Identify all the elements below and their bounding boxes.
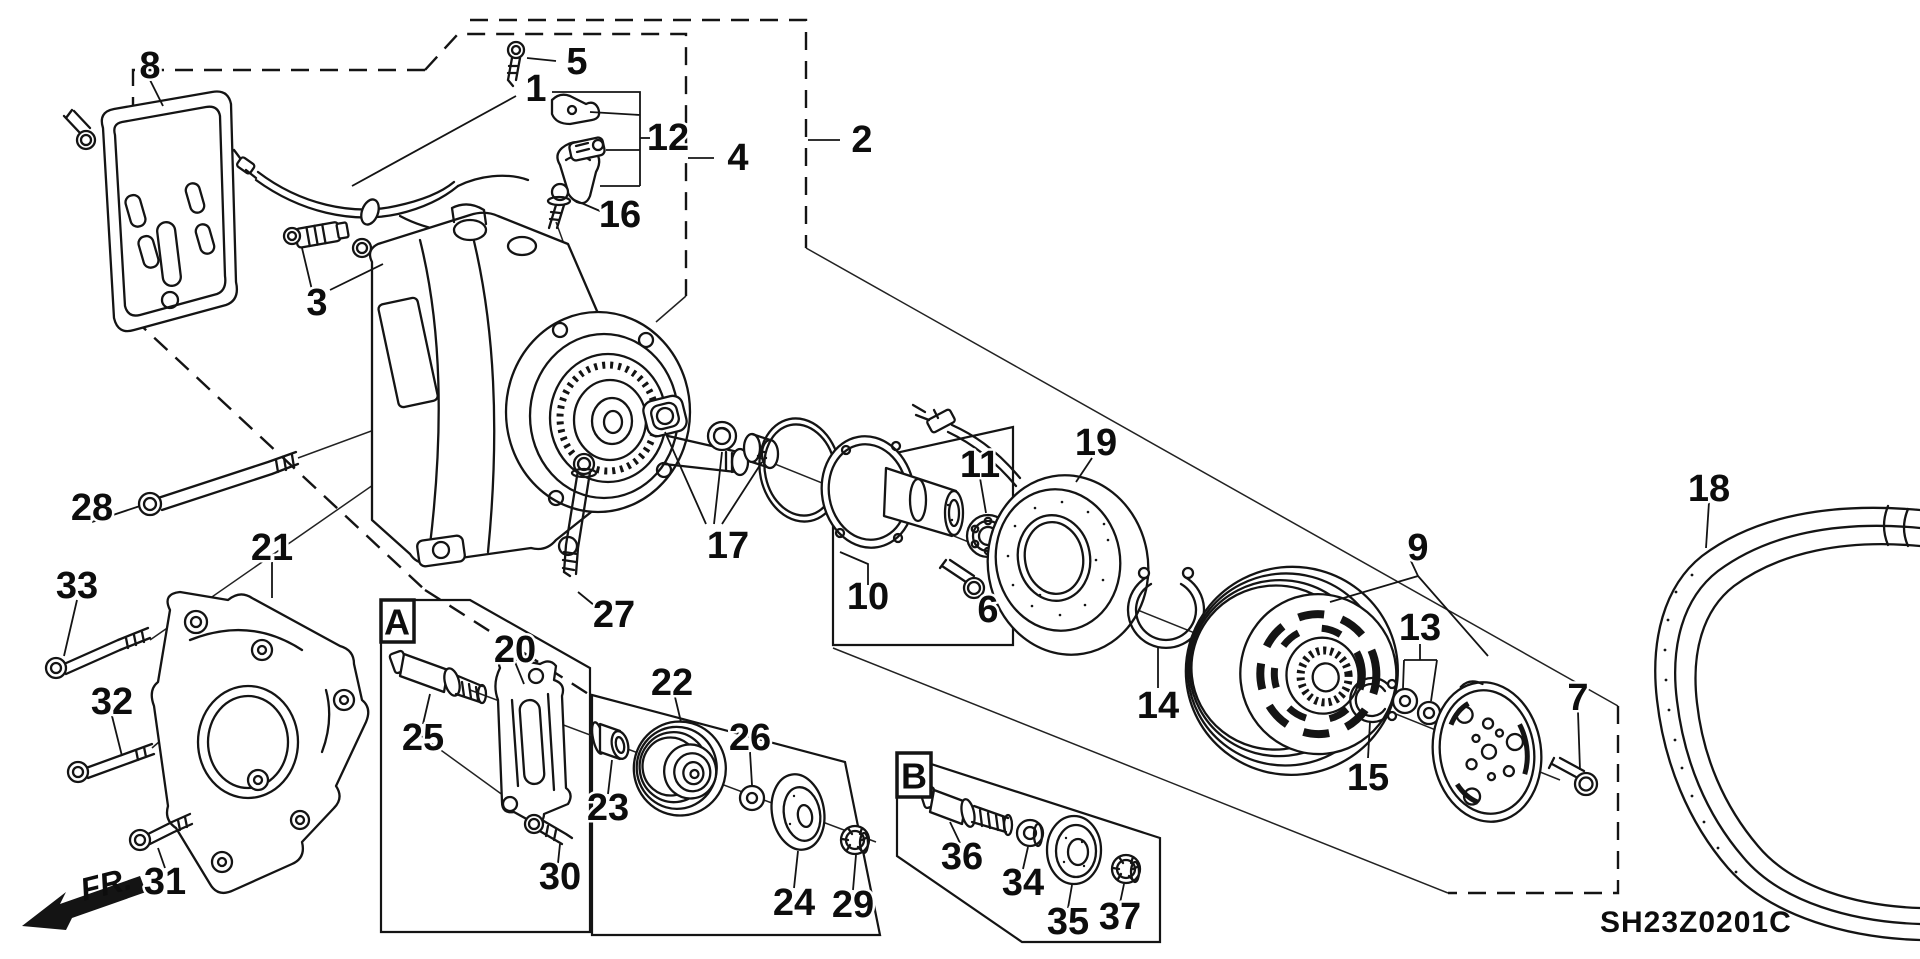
section-a-marker: A [379, 598, 416, 644]
cover-part24 [770, 773, 826, 851]
callout-37: 37 [1099, 896, 1141, 938]
callout-30: 30 [539, 856, 581, 898]
bolt-part7 [1547, 756, 1599, 797]
seal-set-part17 [642, 394, 780, 470]
callout-32: 32 [91, 681, 133, 723]
callout-7: 7 [1567, 677, 1588, 719]
callout-17: 17 [707, 525, 749, 567]
leader-lines [63, 57, 1710, 909]
pulley-part35 [1045, 814, 1103, 886]
bolt-part6 [938, 558, 986, 600]
nut-part37 [1110, 853, 1142, 885]
callout-8: 8 [139, 45, 160, 87]
callout-9: 9 [1407, 527, 1428, 569]
callout-36: 36 [941, 836, 983, 878]
thermo-harness-part1-12 [232, 93, 606, 241]
bolt-part27 [561, 452, 598, 578]
hub-part10 [820, 435, 965, 549]
callout-18: 18 [1688, 468, 1730, 510]
stay-plate-part8 [62, 90, 239, 333]
screw-part16 [546, 182, 572, 230]
section-b-marker: B [895, 751, 933, 799]
callout-31: 31 [144, 861, 186, 903]
callout-14: 14 [1137, 685, 1179, 727]
compressor-body [368, 203, 750, 568]
bolt-part8 [75, 129, 97, 151]
bolt-part33 [44, 626, 152, 680]
field-coil-part19 [911, 403, 1150, 656]
idler-group-box [590, 693, 882, 937]
a-group-box [379, 598, 592, 934]
fr-label: FR. [77, 860, 136, 907]
callout-27: 27 [593, 594, 635, 636]
bolt-part36 [919, 785, 1014, 837]
callout-4: 4 [727, 137, 748, 179]
snap-ring-part14 [1126, 566, 1206, 649]
callout-35: 35 [1047, 901, 1089, 943]
hub-group-box [831, 425, 1015, 647]
stud-part25 [388, 649, 488, 705]
hub-group [758, 417, 1011, 600]
callout-25: 25 [402, 717, 444, 759]
washers-part13 [1391, 687, 1442, 726]
section-a-letter: A [384, 602, 410, 643]
snap-ring-part15 [1349, 676, 1398, 724]
diagram-code: SH23Z0201C [1600, 906, 1792, 939]
callout-33: 33 [56, 565, 98, 607]
callout-2: 2 [851, 119, 872, 161]
section-b-letter: B [901, 756, 927, 797]
bolt-part30 [523, 813, 574, 846]
callout-23: 23 [587, 787, 629, 829]
callout-26: 26 [729, 717, 771, 759]
fr-direction-indicator: FR. [22, 860, 146, 930]
washer-part26 [738, 784, 766, 812]
o-ring [351, 237, 373, 259]
callout-21: 21 [251, 527, 293, 569]
callout-22: 22 [651, 662, 693, 704]
mount-bracket-part21 [150, 590, 370, 895]
screw-part5 [506, 40, 526, 88]
callout-1: 1 [525, 68, 546, 110]
callout-15: 15 [1347, 757, 1389, 799]
bolt-part28 [137, 450, 300, 517]
callout-11: 11 [960, 444, 1000, 486]
coil-stipple [1006, 500, 1110, 617]
callout-13: 13 [1399, 607, 1441, 649]
washer-part34 [1015, 818, 1045, 848]
drive-belt-part18 [1654, 504, 1920, 942]
callout-6: 6 [977, 589, 998, 631]
callout-28: 28 [71, 487, 113, 529]
bolt-part31 [128, 812, 194, 852]
callout-20: 20 [494, 629, 536, 671]
nut-part29 [839, 824, 871, 856]
adjust-plate-part20 [494, 656, 572, 824]
belt-stipple [1663, 573, 1738, 874]
callout-layer: 1234567891011121314151617181920212223242… [53, 39, 1732, 946]
callout-10: 10 [847, 576, 889, 618]
callout-12: 12 [647, 117, 689, 159]
bushing-part23 [590, 721, 630, 761]
region-boundaries [131, 18, 1620, 895]
callout-24: 24 [773, 882, 815, 924]
b-group-box [895, 751, 1162, 944]
callout-34: 34 [1002, 862, 1044, 904]
bolt-part32 [66, 742, 156, 784]
clutch-pulley [1184, 565, 1399, 777]
pressure-plate [1431, 680, 1543, 823]
callout-29: 29 [832, 884, 874, 926]
callout-16: 16 [599, 194, 641, 236]
callout-5: 5 [566, 41, 587, 83]
fr-arrow-icon [22, 876, 146, 930]
idler-pulley-part22 [632, 720, 727, 817]
sub-boxes [379, 425, 1162, 944]
callout-19: 19 [1075, 422, 1117, 464]
callout-3: 3 [306, 282, 327, 324]
